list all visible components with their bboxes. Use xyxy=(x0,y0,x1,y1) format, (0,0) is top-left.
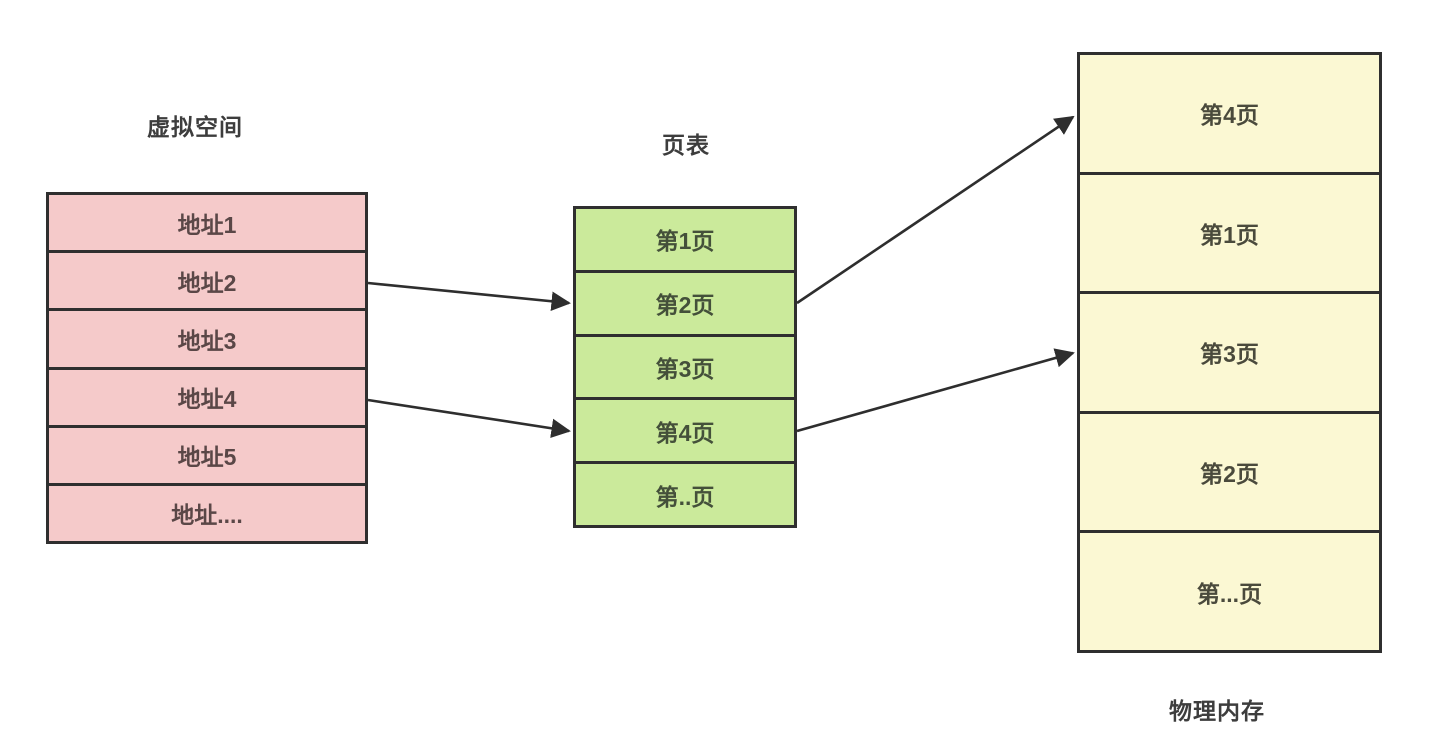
page-table-row-page2: 第2页 xyxy=(576,269,794,334)
virtual-space-row-address4: 地址4 xyxy=(49,366,365,425)
virtual-space-row-address2: 地址2 xyxy=(49,250,365,309)
physical-memory-row-page1: 第1页 xyxy=(1080,171,1379,292)
page-table-row-page1: 第1页 xyxy=(576,209,794,270)
arrow-page4-to-physical-page3 xyxy=(796,348,1075,433)
virtual-space-row-address-more: 地址.... xyxy=(49,482,365,542)
physical-memory-row-page2: 第2页 xyxy=(1080,410,1379,531)
virtual-space-table: 地址1 地址2 地址3 地址4 地址5 地址.... xyxy=(46,192,368,544)
page-table-row-page-more: 第..页 xyxy=(576,461,794,525)
page-table: 第1页 第2页 第3页 第4页 第..页 xyxy=(573,206,797,528)
arrow-address2-to-page2 xyxy=(367,281,571,311)
page-table-row-page4: 第4页 xyxy=(576,397,794,462)
arrow-page2-to-physical-page4 xyxy=(796,115,1075,305)
virtual-space-row-address5: 地址5 xyxy=(49,424,365,483)
physical-memory-title: 物理内存 xyxy=(1169,698,1265,724)
page-table-row-page3: 第3页 xyxy=(576,333,794,398)
page-table-title: 页表 xyxy=(662,132,710,158)
physical-memory-row-page3: 第3页 xyxy=(1080,291,1379,411)
physical-memory-row-page4: 第4页 xyxy=(1080,55,1379,172)
physical-memory-row-page-more: 第...页 xyxy=(1080,530,1379,650)
physical-memory-table: 第4页 第1页 第3页 第2页 第...页 xyxy=(1077,52,1382,653)
virtual-space-row-address1: 地址1 xyxy=(49,195,365,251)
virtual-space-row-address3: 地址3 xyxy=(49,308,365,367)
arrow-address4-to-page4 xyxy=(367,398,571,438)
virtual-space-title: 虚拟空间 xyxy=(147,114,243,140)
